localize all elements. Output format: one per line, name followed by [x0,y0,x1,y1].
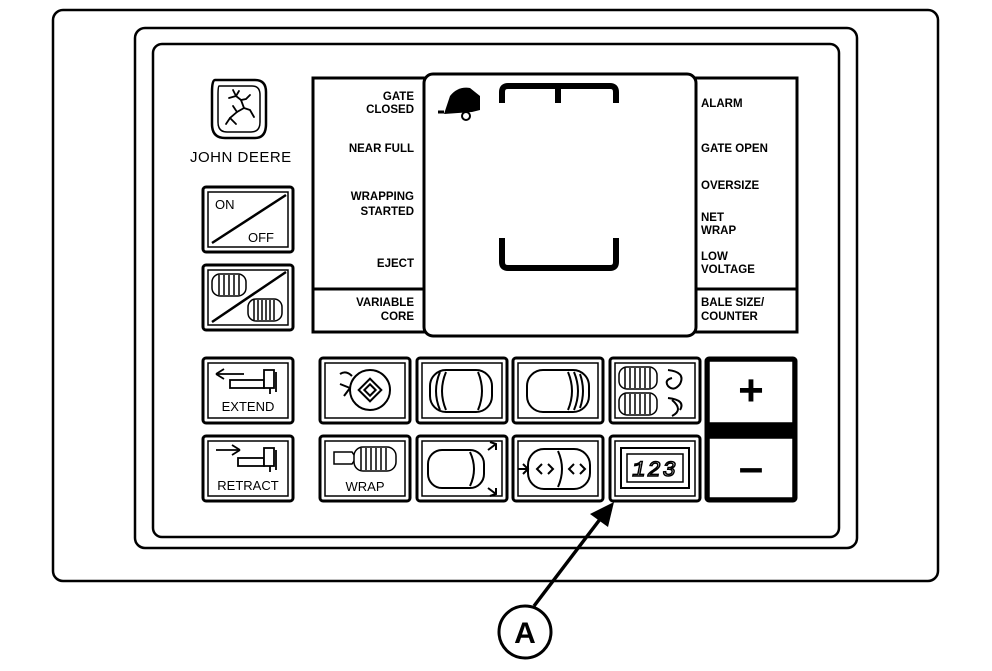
bale-size-counter-label-line1: BALE SIZE/ [701,297,765,309]
baler-icon [438,87,480,121]
bale-length-icon [427,441,497,497]
wrap-button[interactable]: WRAP [318,434,412,503]
minus-label: – [739,443,763,492]
bale-chamber-indicator [499,83,619,271]
low-voltage-label-line1: LOW [701,251,728,263]
bale-width-icon [518,448,591,490]
bale-size-counter-label-line2: COUNTER [701,311,759,323]
on-label: ON [215,197,235,212]
plus-button[interactable]: + [708,360,794,424]
low-voltage-label-line2: VOLTAGE [701,264,755,276]
wrapping-started-label-line1: WRAPPING [351,191,414,203]
counter-digits: 123 [632,458,678,483]
counter-button[interactable]: 123 [608,434,702,503]
digital-counter-icon: 123 [620,447,690,489]
extend-label: EXTEND [222,399,275,414]
variable-core-label-line2: CORE [381,311,415,323]
bale-shape-button[interactable] [511,356,605,425]
wrapping-started-label-line2: STARTED [361,206,414,218]
net-wrap-label-line1: NET [701,212,724,224]
display-screen [422,72,698,338]
gate-open-label: GATE OPEN [701,143,768,155]
callout-letter: A [514,617,536,650]
plus-label: + [738,366,764,415]
wrap-type-selector-button[interactable] [201,263,295,332]
leaping-deer-icon [225,89,255,125]
net-bale-icon [247,298,283,322]
core-density-button[interactable] [318,356,412,425]
right-indicator-panel: ALARM GATE OPEN OVERSIZE NET WRAP LOW VO… [692,76,799,334]
extend-button[interactable]: EXTEND [201,356,295,425]
net-wrap-icon [333,446,397,472]
on-off-button[interactable]: ON OFF [201,185,295,254]
large-bale-icon [429,369,493,413]
bale-length-button[interactable] [415,434,509,503]
eject-label: EJECT [377,258,414,270]
gate-closed-label-line1: GATE [383,91,414,103]
retract-button[interactable]: RETRACT [201,434,295,503]
twine-bale-icon [211,273,247,297]
callout-arrow-line [532,512,606,608]
callout-circle [497,604,553,660]
john-deere-logo: JOHN DEERE [190,78,292,166]
bale-shape-icon [526,369,590,413]
wrap-label: WRAP [346,479,385,494]
variable-core-label-line1: VARIABLE [356,297,414,309]
wrap-amount-icon [618,366,683,417]
left-indicator-panel: GATE CLOSED NEAR FULL WRAPPING STARTED E… [311,76,427,334]
extend-arrow-icon [215,368,277,394]
oversize-label: OVERSIZE [701,180,759,192]
increase-decrease-column: + – [704,356,798,503]
net-wrap-label-line2: WRAP [701,225,736,237]
core-density-icon [339,369,391,411]
callout-arrowhead [590,502,614,527]
minus-button[interactable]: – [708,437,794,499]
alarm-label: ALARM [701,98,743,110]
callout-a: A [497,502,614,660]
wrap-amount-button[interactable] [608,356,702,425]
bale-width-button[interactable] [511,434,605,503]
gate-closed-label-line2: CLOSED [366,104,414,116]
retract-arrow-icon [216,444,277,472]
near-full-label: NEAR FULL [349,143,414,155]
retract-label: RETRACT [217,478,278,493]
off-label: OFF [248,230,274,245]
bale-diameter-button[interactable] [415,356,509,425]
brand-name: JOHN DEERE [190,149,292,166]
